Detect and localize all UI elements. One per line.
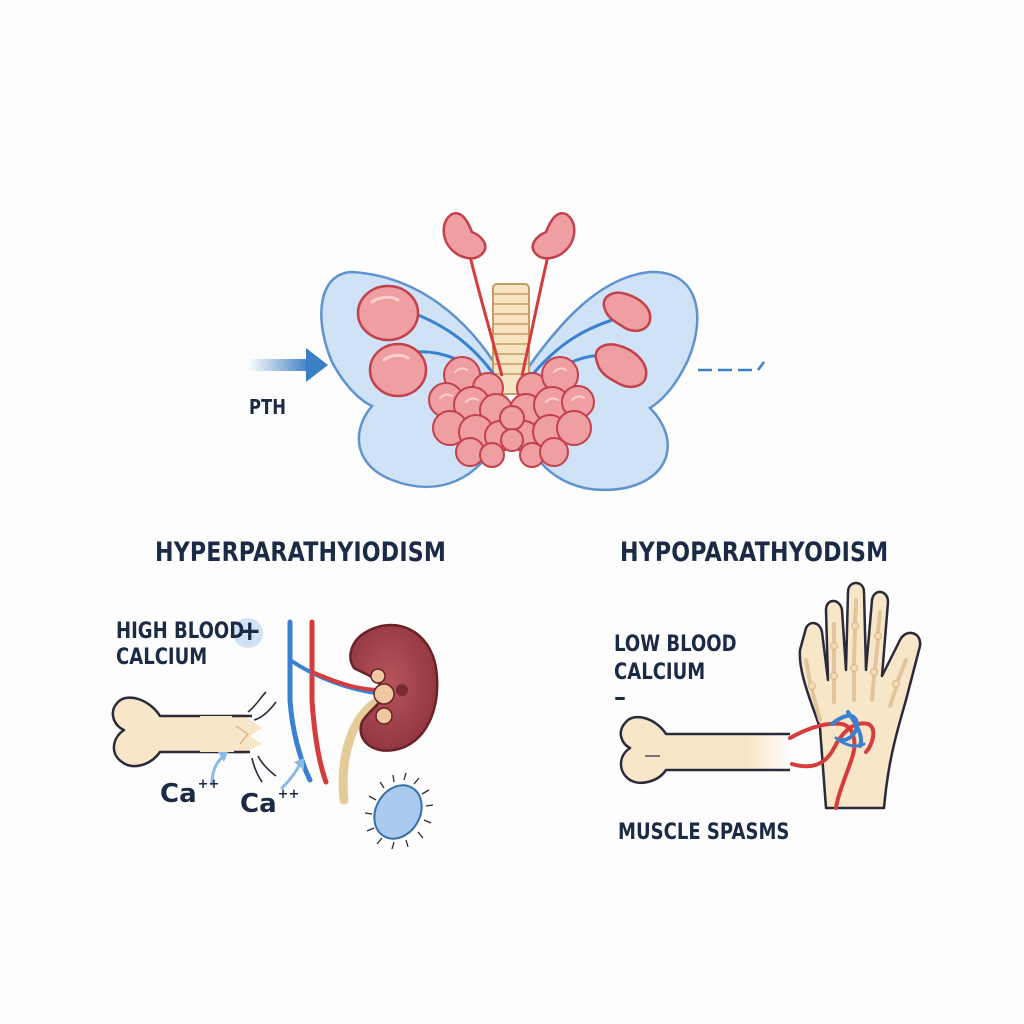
hypoparathyroidism-title: HYPOPARATHYODISM (620, 537, 889, 568)
calcium-ion-1: Ca++ (160, 777, 220, 809)
hyperparathyroidism-title: HYPERPARATHYIODISM (155, 537, 447, 568)
calcium-ion-1-symbol: Ca (160, 779, 197, 809)
dashed-connector (698, 361, 765, 372)
gland-top-right (531, 211, 576, 260)
calcium-ion-2-symbol: Ca (240, 789, 277, 819)
low-blood-calcium-line1: LOW BLOOD (614, 632, 737, 657)
ureter (338, 697, 381, 805)
thyroid-lobes (428, 356, 595, 468)
low-blood-calcium-line2: CALCIUM (614, 660, 706, 685)
gland-top-left (442, 211, 487, 260)
calcium-ion-2-charge: ++ (277, 787, 300, 802)
kidney-illustration (349, 623, 439, 752)
calcium-ion-2: Ca++ (240, 787, 300, 819)
bone-right (619, 715, 790, 784)
bone-fractured (111, 691, 277, 783)
calcium-ion-1-charge: ++ (197, 777, 220, 792)
gland-left-upper (356, 284, 420, 342)
gland-right-lower (594, 343, 648, 389)
calcium-release-arrows (210, 752, 304, 790)
wrist-vessels (788, 710, 876, 810)
high-blood-calcium-line1: HIGH BLOOD (116, 619, 245, 644)
plus-symbol: + (238, 614, 262, 647)
gland-right-upper (602, 291, 652, 333)
pth-arrow (248, 348, 328, 382)
gland-left-lower (368, 342, 428, 398)
cell-illustration (364, 772, 434, 850)
pth-label: PTH (249, 395, 286, 419)
thyroid-butterfly-illustration (320, 211, 699, 492)
minus-symbol: – (614, 683, 626, 711)
high-blood-calcium-line2: CALCIUM (116, 645, 208, 670)
trachea (492, 283, 530, 395)
muscle-spasms-label: MUSCLE SPASMS (618, 820, 790, 845)
hand-illustration (798, 581, 922, 810)
plus-badge (233, 618, 263, 648)
